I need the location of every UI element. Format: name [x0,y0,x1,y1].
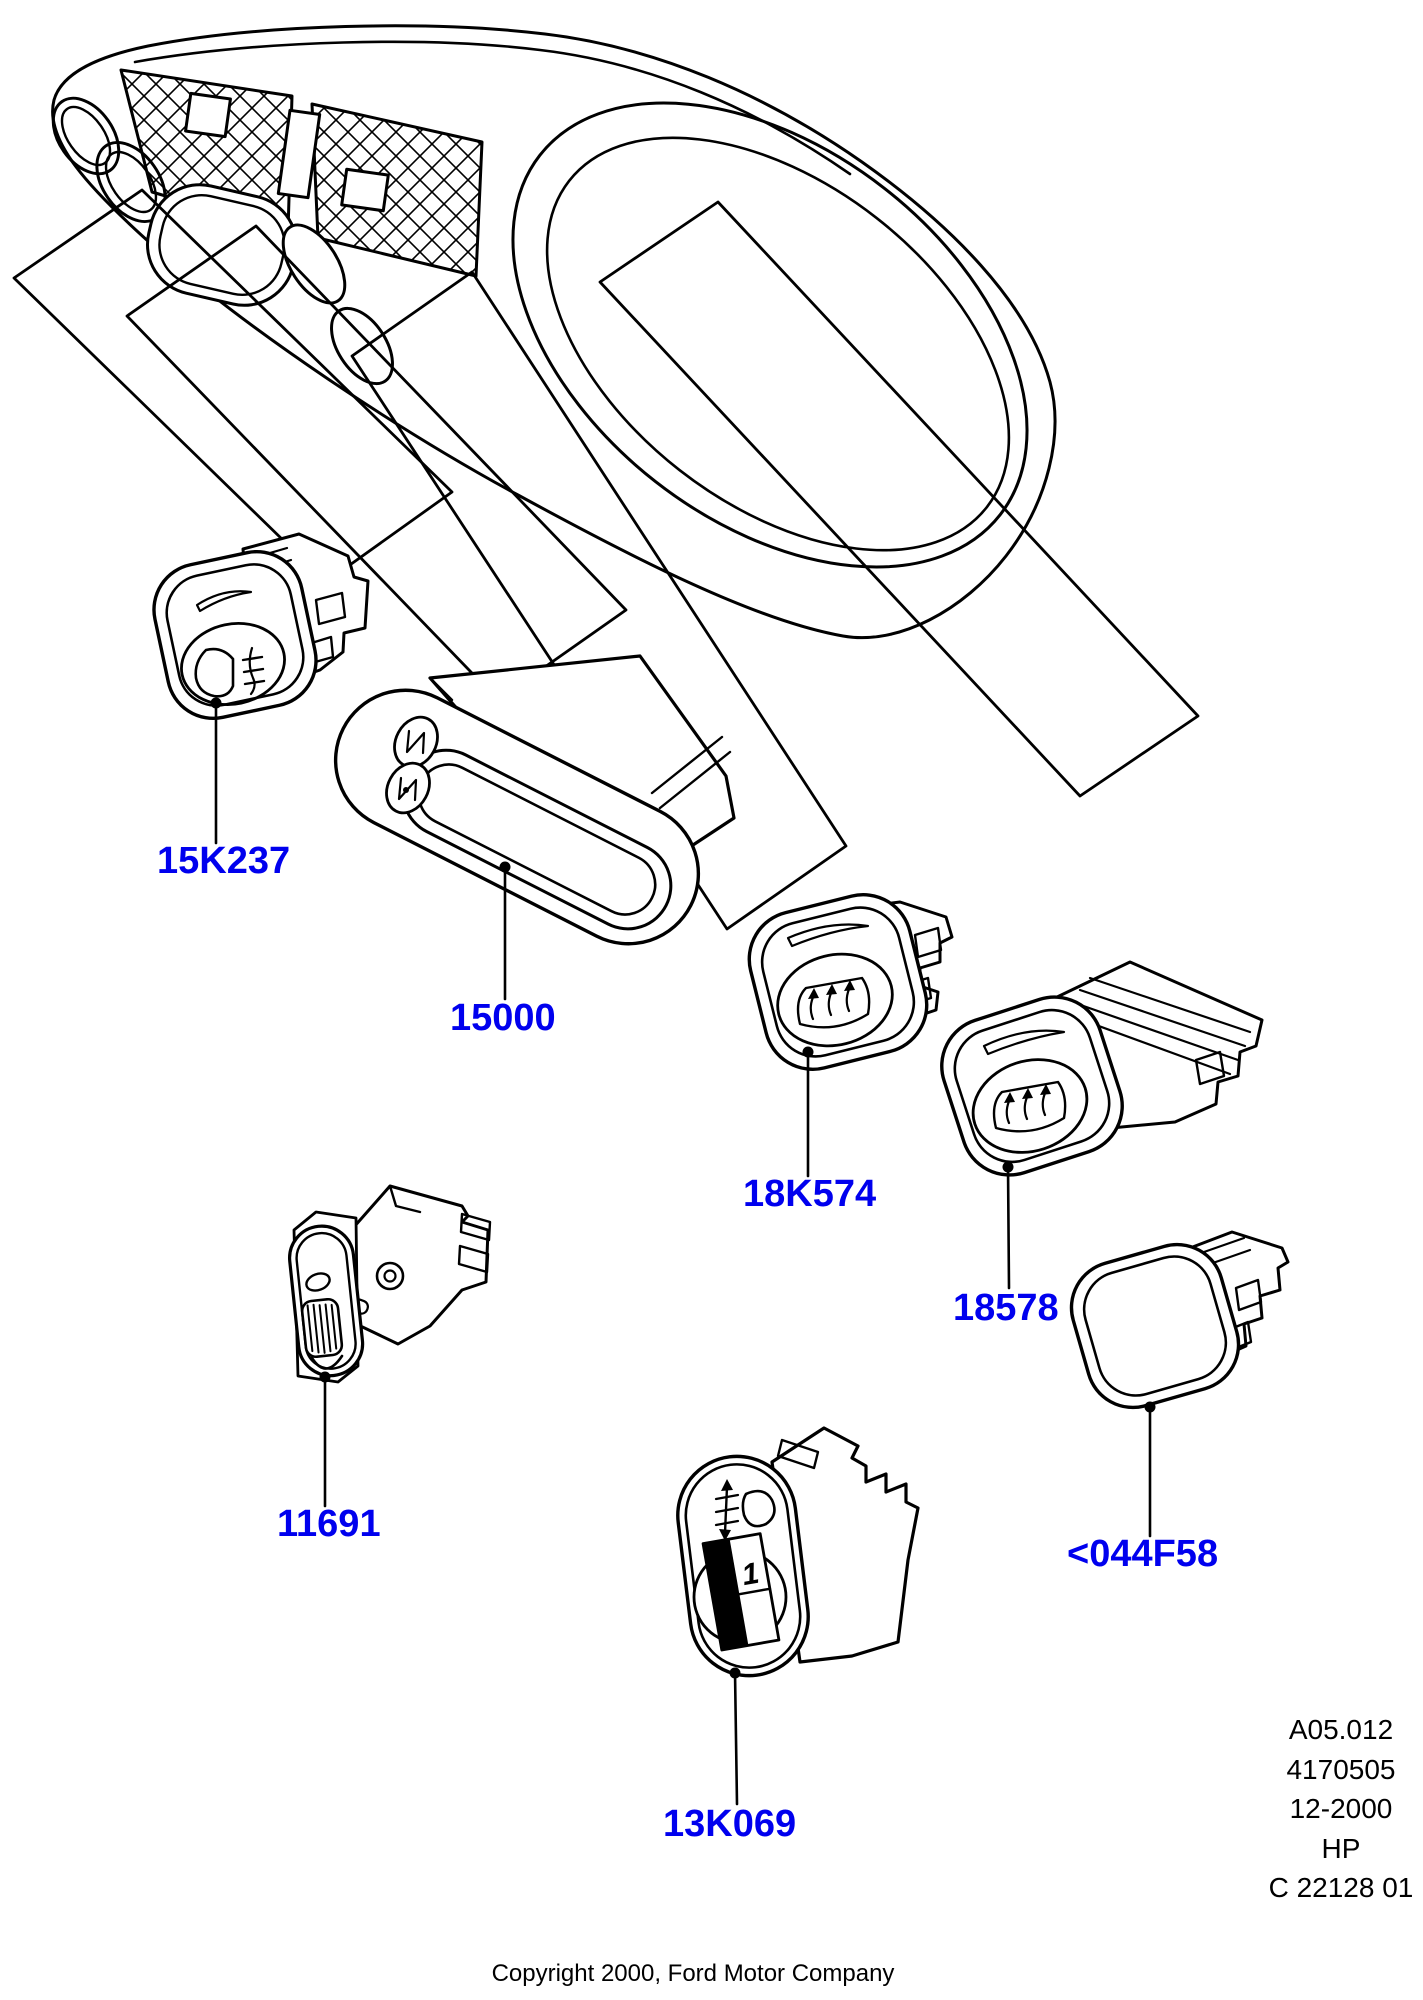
drawing-info-reference: C 22128 01 [1268,1872,1414,1904]
part-number-15000[interactable]: 15000 [450,997,556,1039]
drawing-info-date: 12-2000 [1289,1793,1393,1825]
drawing-info-block: A05.012 4170505 12-2000 HP C 22128 01 [1256,1710,1423,1908]
copyright-text: Copyright 2000, Ford Motor Company [491,1960,895,1987]
drawing-info-number: 4170505 [1286,1753,1396,1785]
part-number-044F58[interactable]: <044F58 [1067,1533,1219,1575]
panel-dimmer-switch-art [288,1184,492,1384]
drawing-info-initials: HP [1321,1832,1361,1864]
part-number-18578[interactable]: 18578 [953,1287,1059,1329]
part-number-18K574[interactable]: 18K574 [743,1173,877,1215]
fog-lamp-switch-art [152,532,370,721]
heated-rear-window-switch-art [747,893,954,1071]
clock-module-art [333,654,736,946]
heated-windshield-switch-art [940,960,1264,1177]
drawing-info-section: A05.012 [1288,1714,1394,1745]
part-number-13K069[interactable]: 13K069 [663,1803,797,1845]
part-number-11691[interactable]: 11691 [277,1503,381,1545]
part-number-15K237[interactable]: 15K237 [157,840,291,882]
headlamp-leveling-switch-art: 1 [676,1426,920,1678]
dial-position-label: 1 [739,1557,761,1592]
leader-lines-art [210,697,1156,1806]
blank-switch-art [1069,1230,1290,1410]
